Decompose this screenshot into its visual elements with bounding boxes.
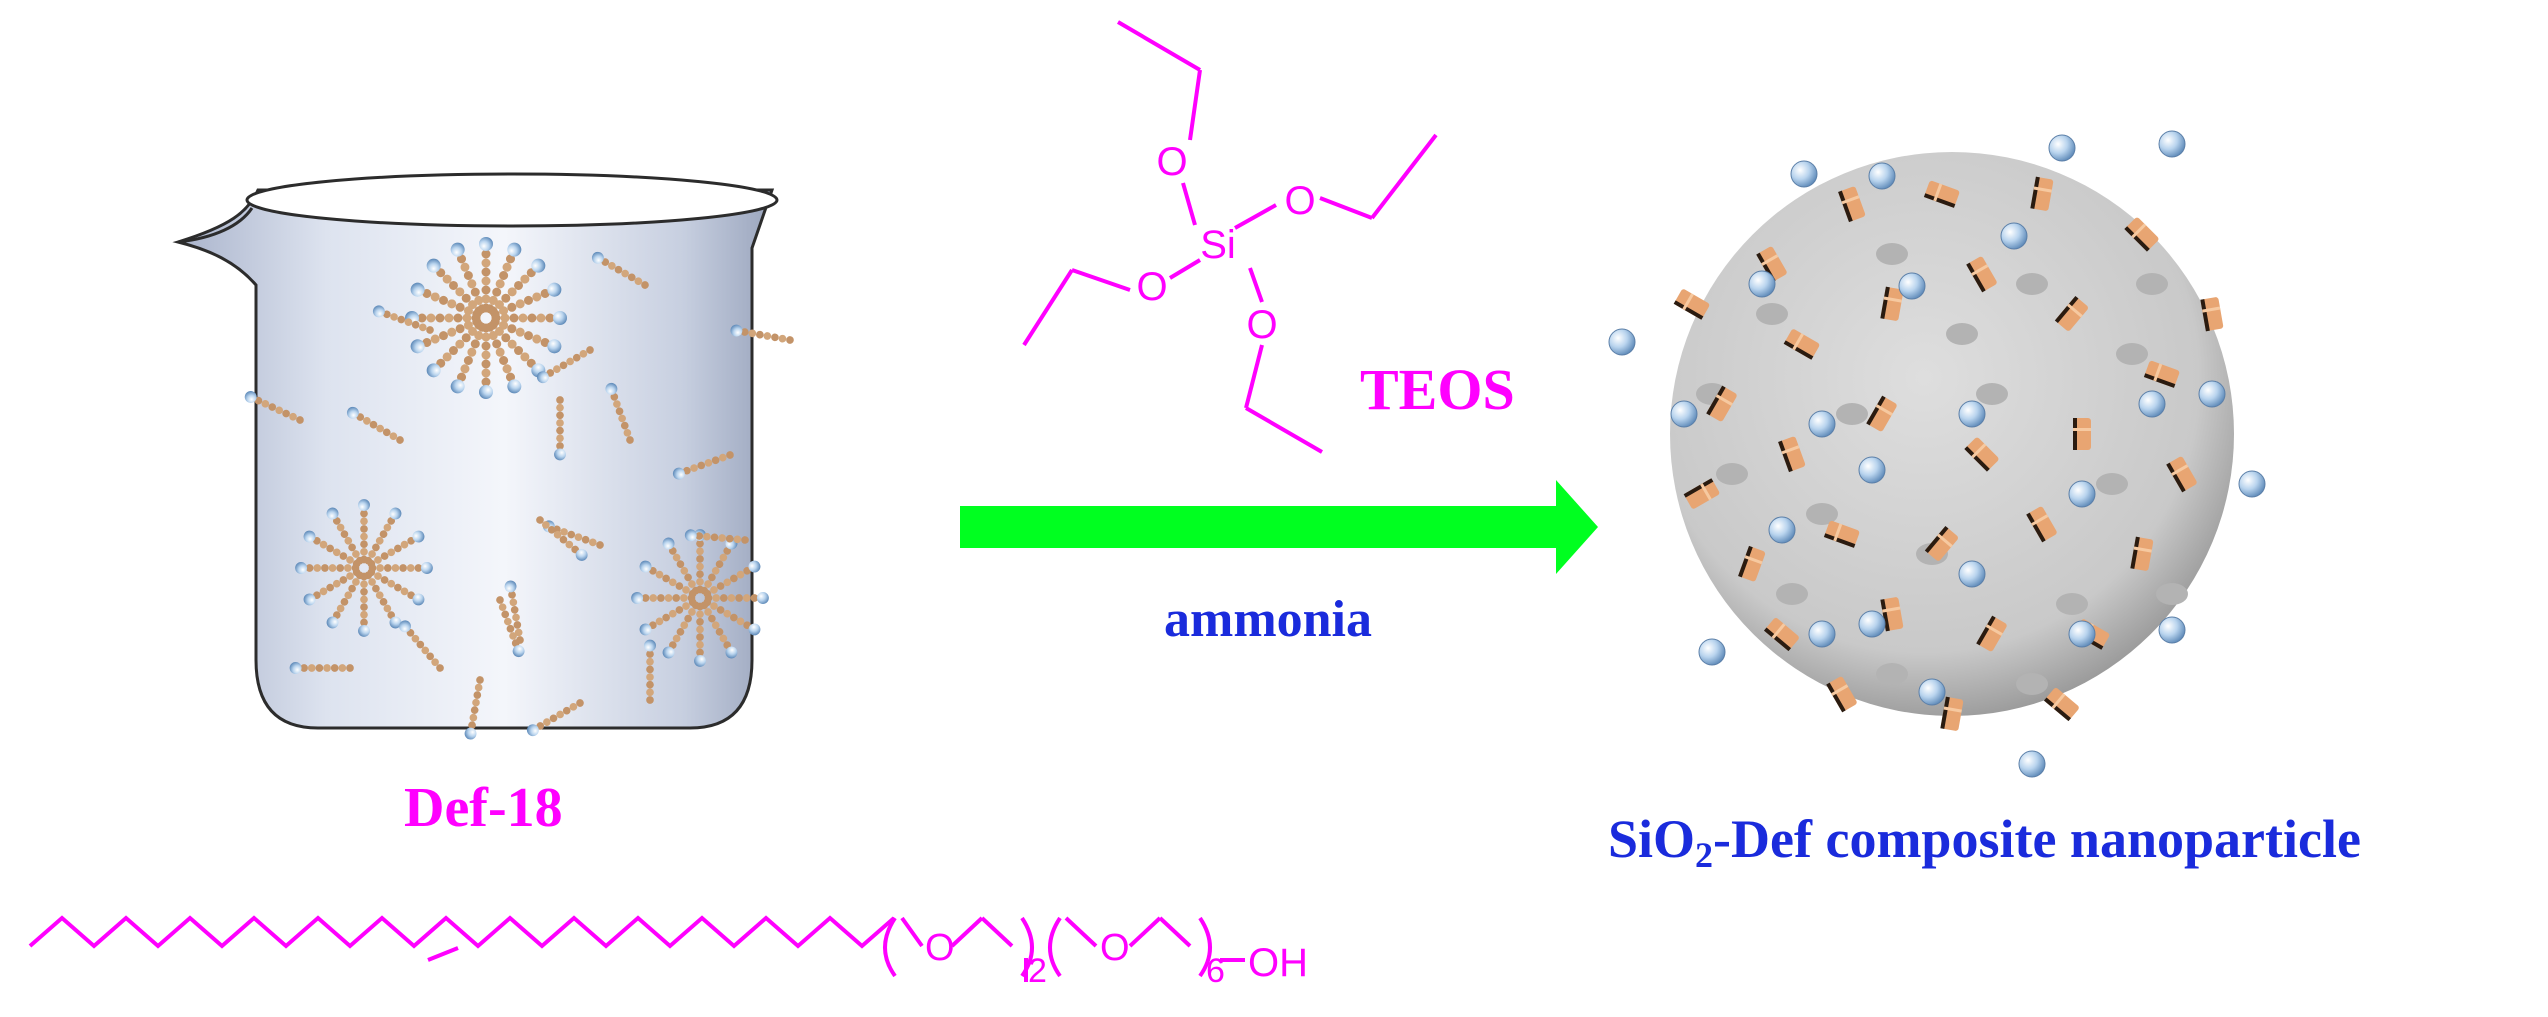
head-group (2198, 380, 2226, 408)
head-group (1918, 678, 1946, 706)
surfactant-fragment (2130, 536, 2154, 571)
surfactant-fragment (1823, 520, 1860, 548)
def18-oxygen-1: O (925, 927, 955, 969)
surfactant-fragment (1763, 618, 1799, 652)
def18-structure (28, 915, 1245, 982)
head-group (1958, 560, 1986, 588)
head-group (1608, 328, 1636, 356)
head-group (2158, 616, 2186, 644)
pore (2156, 583, 2188, 605)
pore (1946, 323, 1978, 345)
surfactant-fragment (2054, 295, 2088, 331)
surfactant-fragment (2073, 418, 2091, 450)
head-group (2158, 130, 2186, 158)
surfactant-fragment (1706, 385, 1737, 422)
surfactant-fragment (1966, 256, 1997, 293)
head-group (2138, 390, 2166, 418)
surfactant-fragment (1924, 525, 1958, 561)
pore (1716, 463, 1748, 485)
surfactant-fragment (2124, 217, 2159, 252)
pore (2136, 273, 2168, 295)
def18-oxygen-2: O (1100, 927, 1130, 969)
pore (1756, 303, 1788, 325)
head-group (2000, 222, 2028, 250)
head-group (1898, 272, 1926, 300)
def18-repeat-2: 2 (1028, 952, 1047, 990)
pore (2096, 473, 2128, 495)
reaction-arrow (960, 480, 1598, 574)
head-group (2018, 750, 2046, 778)
teos-structure (1022, 20, 1438, 454)
surfactant-fragment (1880, 597, 1904, 632)
surfactant-fragment (1866, 395, 1897, 432)
head-group (1808, 620, 1836, 648)
surfactant-fragment (2026, 506, 2057, 543)
ammonia-label: ammonia (1164, 591, 1372, 648)
head-group (2048, 134, 2076, 162)
surfactant-fragment (1826, 676, 1857, 713)
teos-atom-labels: O Si O O O (1136, 140, 1315, 347)
pore (2056, 593, 2088, 615)
head-group (2068, 620, 2096, 648)
pore (2016, 673, 2048, 695)
composite-nanoparticle (1670, 152, 2234, 716)
pore (1806, 503, 1838, 525)
teos-label: TEOS (1360, 357, 1515, 422)
head-group (1790, 160, 1818, 188)
head-group (2238, 470, 2266, 498)
teos-oxygen-2: O (1284, 179, 1315, 223)
surfactant-label: Def-18 (404, 777, 563, 839)
pore (2116, 343, 2148, 365)
def18-atom-labels: O 2 O 6 OH (925, 927, 1308, 990)
surfactant-fragment (1880, 286, 1904, 321)
head-group (1748, 270, 1776, 298)
surfactant-fragment (1964, 437, 1999, 472)
teos-oxygen-4: O (1246, 303, 1277, 347)
pore (1876, 663, 1908, 685)
head-group (1858, 610, 1886, 638)
head-group (1698, 638, 1726, 666)
head-group (1808, 410, 1836, 438)
surfactant-fragment (1923, 180, 1960, 208)
surfactant-fragment (1673, 289, 1710, 320)
product-label-pre: SiO (1608, 809, 1696, 869)
surfactant-fragment (1738, 545, 1766, 582)
head-group (1858, 456, 1886, 484)
head-group (1958, 400, 1986, 428)
beaker (172, 172, 779, 730)
teos-oxygen-3: O (1136, 265, 1167, 309)
pore (1836, 403, 1868, 425)
product-label-subscript: 2 (1695, 835, 1714, 875)
surfactant-fragment (1783, 329, 1820, 360)
head-group (2068, 480, 2096, 508)
product-label: SiO2-Def composite nanoparticle (1608, 808, 2361, 876)
head-group (1868, 162, 1896, 190)
teos-oxygen-1: O (1156, 140, 1187, 184)
def18-end-group: OH (1248, 941, 1308, 985)
product-label-post: -Def composite nanoparticle (1713, 809, 2361, 869)
surfactant-fragment (2030, 176, 2054, 211)
def18-repeat-6: 6 (1206, 952, 1225, 990)
pore (2016, 273, 2048, 295)
pore (1776, 583, 1808, 605)
surfactant-fragment (1940, 696, 1964, 731)
nanoparticle-surfactants (1608, 130, 2266, 778)
pore (1976, 383, 2008, 405)
surfactant-fragment (1778, 436, 1806, 473)
teos-silicon: Si (1200, 223, 1236, 267)
surfactant-fragment (2166, 456, 2197, 493)
pore (1876, 243, 1908, 265)
head-group (1768, 516, 1796, 544)
surfactant-fragment (2043, 688, 2079, 722)
surfactant-fragment (1976, 615, 2007, 652)
surfactant-fragment (2143, 360, 2180, 388)
head-group (1670, 400, 1698, 428)
surfactant-fragment (1683, 478, 1720, 509)
surfactant-fragment (2200, 297, 2224, 332)
surfactant-fragment (1838, 186, 1866, 223)
